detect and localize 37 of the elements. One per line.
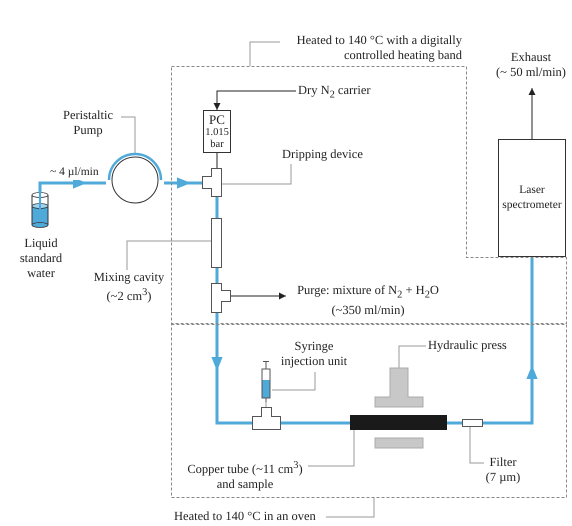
- annotation-text: Exhaust (~ 50 ml/min): [493, 50, 569, 84]
- annotation-text: Peristaltic Pump: [55, 108, 121, 140]
- flow-arrow: [230, 292, 286, 300]
- tubing-line: [216, 268, 218, 283]
- flow-arrow: [164, 177, 202, 189]
- pressure-controller-box: PC 1.015 bar: [203, 110, 231, 153]
- annotation-text: Syringe injection unit: [272, 339, 356, 371]
- annotation-text: Heated to 140 °C with a digitally controlled heating band: [280, 33, 462, 65]
- annotation-text: Purge: mixture of N$_{2}$ + H$_{2}$O (~350 ml/min): [287, 283, 449, 315]
- annotation-text: Filter (7 µm): [484, 455, 522, 487]
- tubing-line: [447, 422, 462, 424]
- flow-arrow: [528, 88, 536, 140]
- leader-line: [120, 116, 136, 154]
- flow-arrow: [211, 313, 252, 424]
- annotation-text: Copper tube (~11 cm$^{3}$) and sample: [184, 458, 306, 490]
- annotation-text: Dripping device: [282, 147, 374, 163]
- annotation-text: Hydraulic press: [428, 338, 520, 354]
- flow-arrow: [483, 257, 538, 424]
- annotation-text: Liquid standard water: [18, 236, 64, 281]
- tubing-line: [216, 152, 218, 168]
- tubing-line: [216, 197, 218, 218]
- annotation-text: Dry N$_{2}$ carrier: [298, 83, 382, 99]
- leader-line: [398, 346, 426, 368]
- leader-line: [126, 240, 212, 270]
- flow-arrow: [38, 177, 106, 192]
- leader-line: [470, 426, 484, 464]
- leader-line: [250, 42, 280, 66]
- annotation-text: Heated to 140 °C in an oven: [174, 509, 326, 525]
- leader-line: [326, 498, 374, 518]
- flow-arrow: [214, 90, 296, 110]
- leader-line: [272, 372, 316, 390]
- annotation-text: Mixing cavity (~2 cm$^{3}$): [88, 270, 170, 302]
- leader-line: [222, 164, 292, 184]
- flow-rate-label: ~ 4 µl/min: [50, 165, 99, 180]
- tubing-line: [281, 422, 350, 424]
- leader-line: [308, 430, 354, 466]
- spectrometer-box: Laser spectrometer: [498, 139, 566, 257]
